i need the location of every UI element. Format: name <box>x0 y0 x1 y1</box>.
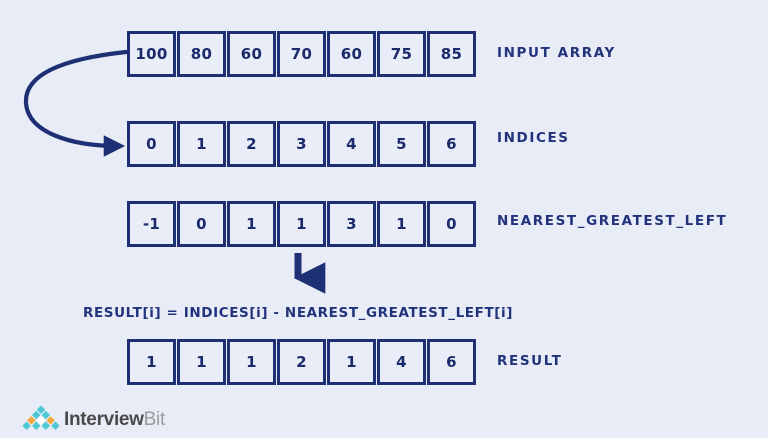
array-cell: 1 <box>177 121 226 167</box>
array-cell: 1 <box>227 201 276 247</box>
array-cell: 3 <box>277 121 326 167</box>
interviewbit-logo-mark <box>22 406 60 431</box>
array-cell: 6 <box>427 339 476 385</box>
array-cell: 4 <box>327 121 376 167</box>
array-label-input-array: INPUT ARRAY <box>497 45 616 61</box>
formula-text: RESULT[i] = INDICES[i] - NEAREST_GREATES… <box>82 305 514 321</box>
array-row-indices: 0 1 2 3 4 5 6 <box>127 121 476 167</box>
array-label-result: RESULT <box>497 353 563 369</box>
array-cell: 0 <box>427 201 476 247</box>
array-cell: 4 <box>377 339 426 385</box>
brand-secondary: Bit <box>143 408 166 430</box>
array-cell: 1 <box>327 339 376 385</box>
array-cell: 60 <box>227 31 276 77</box>
array-cell: 1 <box>277 201 326 247</box>
array-cell: 2 <box>277 339 326 385</box>
array-cell: 5 <box>377 121 426 167</box>
array-cell: -1 <box>127 201 176 247</box>
array-cell: 1 <box>177 339 226 385</box>
brand-primary: Interview <box>64 408 144 430</box>
interviewbit-logo-text: InterviewBit <box>64 410 165 429</box>
array-label-indices: INDICES <box>497 130 570 146</box>
array-cell: 6 <box>427 121 476 167</box>
array-cell: 75 <box>377 31 426 77</box>
array-cell: 70 <box>277 31 326 77</box>
array-row-nearest-greatest-left: -1 0 1 1 3 1 0 <box>127 201 476 247</box>
array-cell: 1 <box>377 201 426 247</box>
array-label-nearest-greatest-left: NEAREST_GREATEST_LEFT <box>497 213 728 229</box>
input-to-indices-curved-arrow <box>23 49 129 157</box>
array-cell: 60 <box>327 31 376 77</box>
array-cell: 3 <box>327 201 376 247</box>
array-cell: 80 <box>177 31 226 77</box>
array-cell: 85 <box>427 31 476 77</box>
array-row-input: 100 80 60 70 60 75 85 <box>127 31 476 77</box>
array-cell: 100 <box>127 31 176 77</box>
array-cell: 0 <box>127 121 176 167</box>
array-cell: 0 <box>177 201 226 247</box>
array-cell: 1 <box>127 339 176 385</box>
array-cell: 1 <box>227 339 276 385</box>
array-row-result: 1 1 1 2 1 4 6 <box>127 339 476 385</box>
array-cell: 2 <box>227 121 276 167</box>
interviewbit-logo: InterviewBit <box>22 405 165 433</box>
